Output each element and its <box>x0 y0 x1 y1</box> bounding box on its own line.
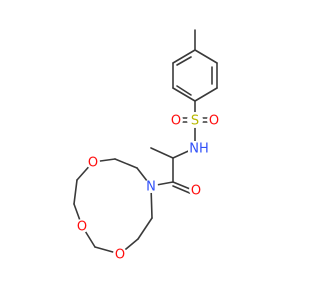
bond <box>172 49 196 64</box>
atom-label: O <box>171 114 181 129</box>
atom-oxygen-carbonyl: O <box>189 183 203 199</box>
bond <box>114 158 138 169</box>
bond <box>172 87 196 102</box>
bond <box>73 179 78 205</box>
bond <box>194 87 218 102</box>
molecule-diagram: S O O NH O N O O <box>73 29 221 263</box>
bond <box>194 49 218 64</box>
bond <box>172 185 193 195</box>
atom-amine-nh: NH <box>188 141 211 157</box>
atom-label: O <box>115 248 125 263</box>
atom-oxygen-ring-lower: O <box>113 247 127 263</box>
atom-oxygen-ring-left: O <box>75 219 89 235</box>
atom-label: O <box>77 220 87 235</box>
atom-oxygen-sulfonyl-left: O <box>169 113 183 129</box>
structure-svg: S O O NH O N O O <box>73 29 221 263</box>
atom-label: O <box>191 184 201 199</box>
bond <box>137 217 153 240</box>
atom-label: N <box>146 180 156 195</box>
atom-labels-layer: S O O NH O N O O <box>75 112 221 263</box>
atom-oxygen-ring-upper: O <box>86 155 100 171</box>
atom-label: NH <box>189 142 209 157</box>
atom-oxygen-sulfonyl-right: O <box>207 113 221 129</box>
bond <box>176 85 192 96</box>
atom-nitrogen-ring: N <box>144 179 158 195</box>
atom-label: O <box>209 114 219 129</box>
atom-sulfur: S <box>187 112 203 129</box>
atom-label: S <box>191 114 199 129</box>
bond <box>176 56 192 66</box>
bond <box>150 147 174 159</box>
atom-label: O <box>88 156 98 171</box>
